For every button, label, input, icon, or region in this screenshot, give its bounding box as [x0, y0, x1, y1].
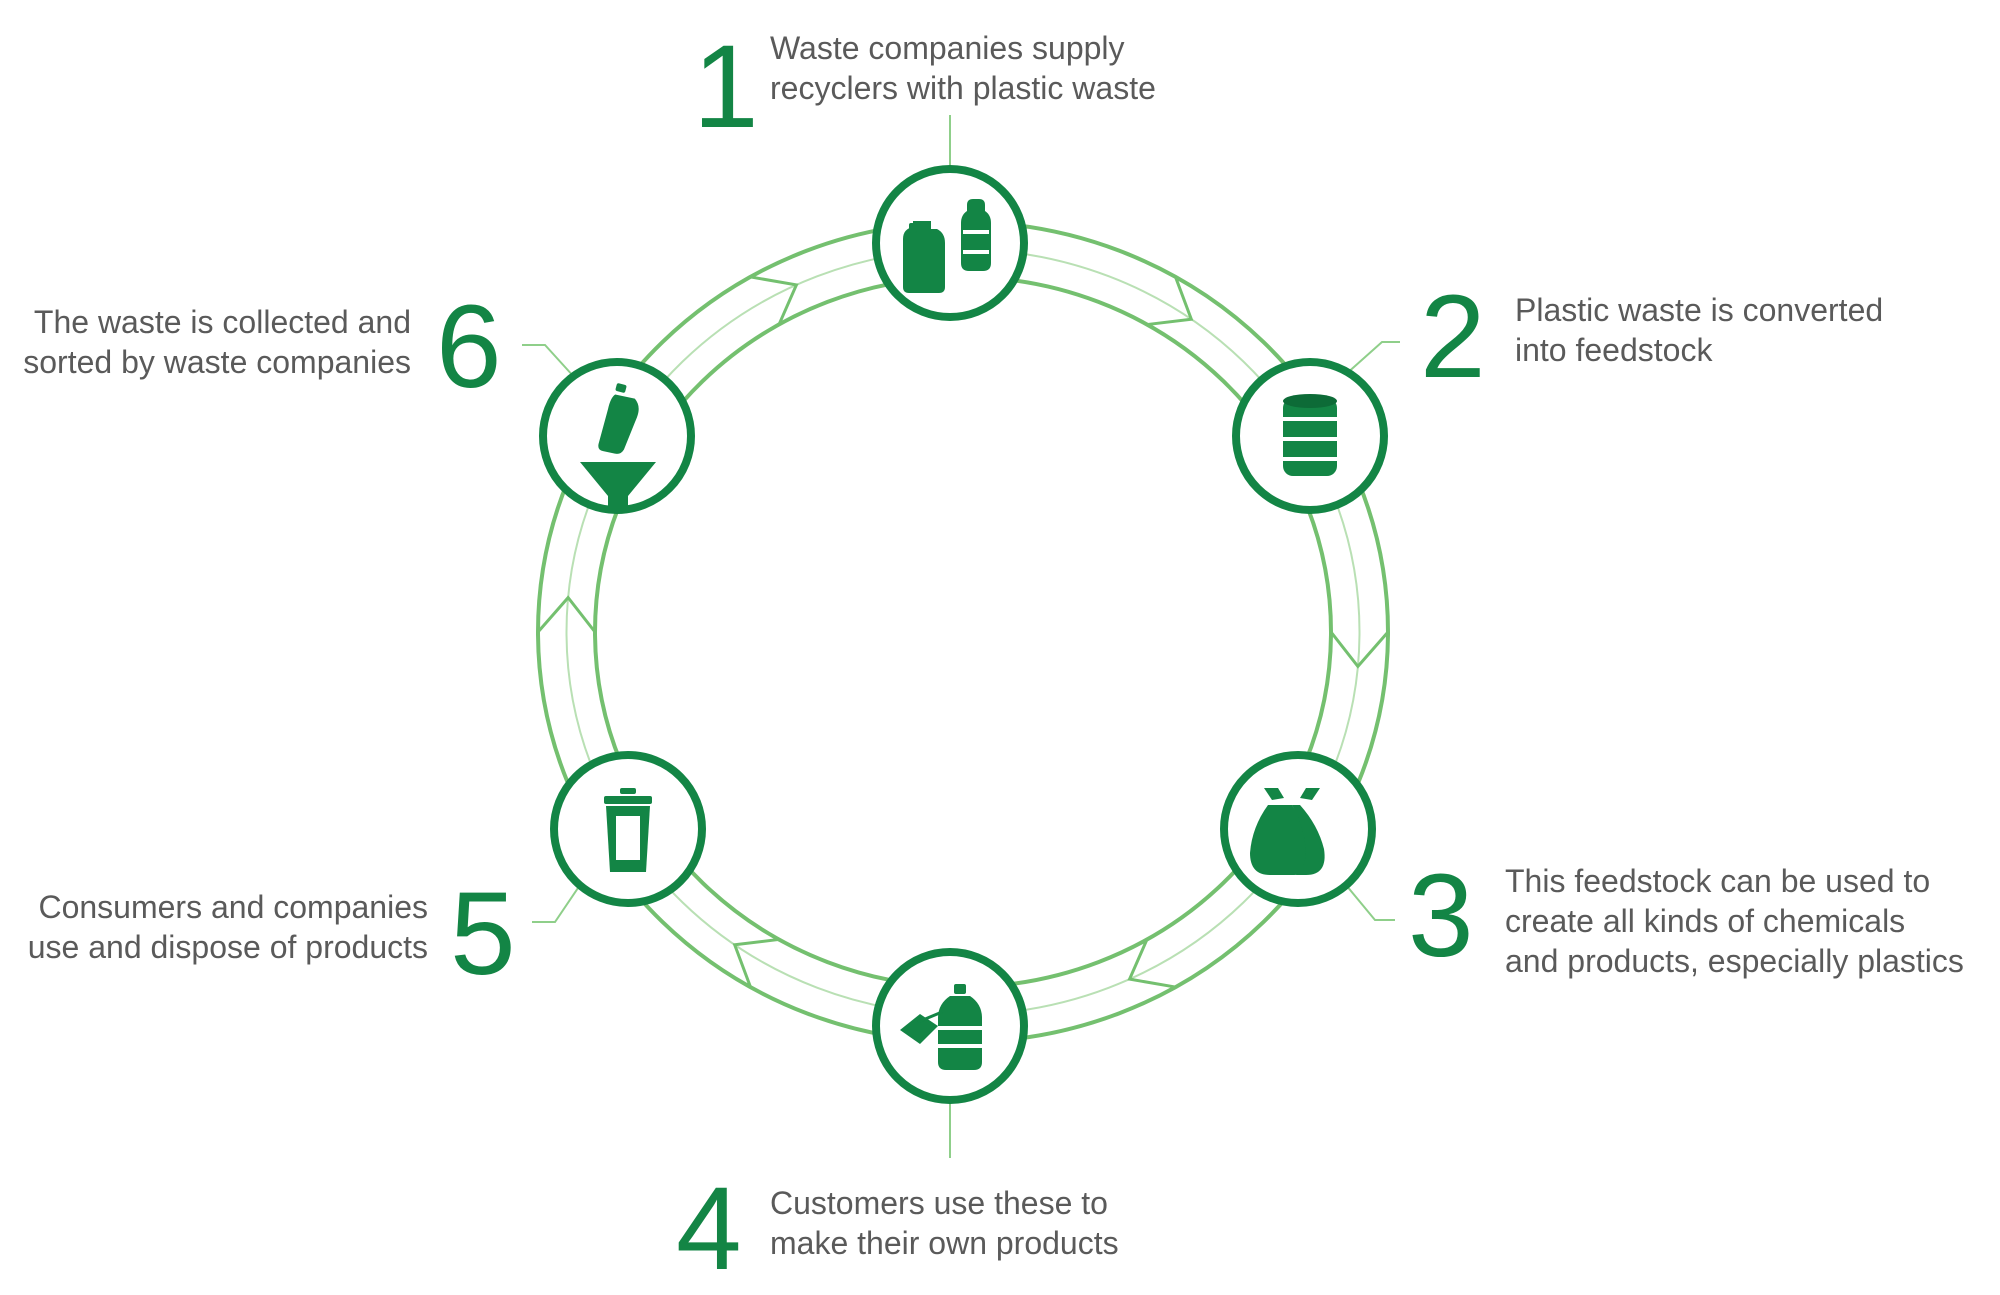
garbage-bags-icon — [1250, 788, 1325, 875]
step-1-description: Waste companies supply recyclers with pl… — [770, 28, 1156, 108]
ring-track — [565, 248, 1361, 1016]
step-6-node — [539, 358, 695, 514]
step-3-number: 3 — [1408, 850, 1474, 982]
step-4-line-2: make their own products — [770, 1225, 1119, 1261]
step-5-node — [550, 751, 706, 907]
step-1-node — [872, 165, 1028, 321]
step-5-line-2: use and dispose of products — [27, 929, 428, 965]
step-1-line-2: recyclers with plastic waste — [770, 70, 1156, 106]
leader-line — [532, 884, 581, 923]
bottle-funnel-icon — [580, 383, 656, 510]
step-3-line-3: and products, especially plastics — [1505, 943, 1964, 979]
bottle-with-tag-icon — [900, 984, 982, 1070]
cycle-arrow-chevron — [536, 595, 597, 633]
step-4-number: 4 — [676, 1163, 742, 1295]
step-3-description: This feedstock can be used to create all… — [1505, 861, 1964, 981]
step-2-line-1: Plastic waste is converted — [1515, 292, 1884, 328]
step-5-description: Consumers and companies use and dispose … — [28, 887, 428, 967]
cycle-arrow-chevron — [732, 937, 780, 988]
leader-line — [1344, 341, 1400, 376]
cycle-ring — [522, 115, 1400, 1158]
cycle-arrow-chevron — [1127, 938, 1176, 989]
plastic-bottles-icon — [903, 199, 991, 293]
leader-lines — [522, 115, 1400, 1158]
cycle-arrows — [536, 220, 1390, 1044]
step-1-number: 1 — [693, 21, 759, 153]
step-6-line-2: sorted by waste companies — [23, 344, 411, 380]
step-4-line-1: Customers use these to — [770, 1185, 1108, 1221]
recycling-cycle-diagram: 1 Waste companies supply recyclers with … — [23, 21, 1964, 1288]
step-4-node — [872, 948, 1028, 1104]
step-6-description: The waste is collected and sorted by was… — [23, 302, 411, 382]
oil-barrel-icon — [1283, 394, 1337, 476]
step-3-line-1: This feedstock can be used to — [1505, 863, 1931, 899]
step-2-number: 2 — [1420, 271, 1486, 403]
step-6-number: 6 — [436, 281, 502, 413]
step-3-node — [1220, 751, 1376, 907]
leader-line — [1345, 884, 1395, 921]
step-2-node — [1232, 358, 1388, 514]
ring-track — [536, 220, 1390, 1044]
ring-track — [593, 275, 1333, 989]
step-4-description: Customers use these to make their own pr… — [770, 1183, 1119, 1263]
step-2-description: Plastic waste is converted into feedstoc… — [1515, 290, 1883, 370]
cycle-arrow-chevron — [750, 275, 799, 326]
step-5-number: 5 — [450, 868, 516, 1000]
step-1-line-1: Waste companies supply — [770, 30, 1125, 66]
cycle-arrow-chevron — [1329, 631, 1390, 669]
step-3-line-2: create all kinds of chemicals — [1505, 903, 1906, 939]
cycle-arrow-chevron — [1146, 276, 1194, 327]
step-5-line-1: Consumers and companies — [38, 889, 428, 925]
step-6-line-1: The waste is collected and — [33, 304, 411, 340]
step-2-line-2: into feedstock — [1515, 332, 1713, 368]
leader-line — [522, 344, 576, 379]
trash-bin-icon — [604, 788, 652, 872]
